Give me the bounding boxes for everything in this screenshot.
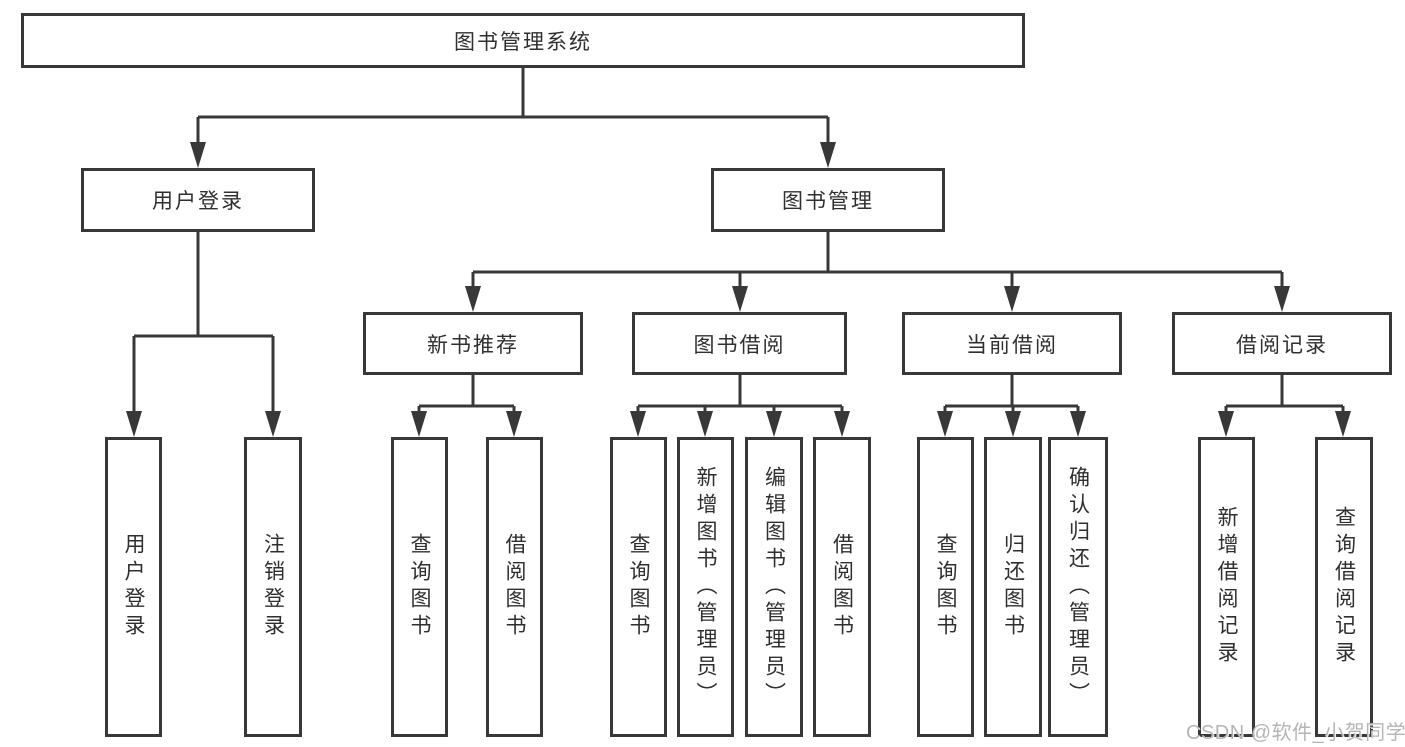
leaf-user-login: 用户登录: [105, 437, 162, 737]
node-label: 当前借阅: [966, 333, 1058, 357]
node-label: 图书管理: [782, 190, 874, 213]
arrowhead-icon: [190, 142, 206, 168]
node-book-borrow: 图书借阅: [632, 312, 847, 375]
watermark: CSDN @软件_小贺同学: [1186, 722, 1405, 744]
leaf-query-books-current: 查询图书: [917, 437, 974, 737]
arrowhead-icon: [1335, 411, 1351, 437]
leaf-add-books-admin: 新增图书（管理员）: [677, 437, 734, 737]
leaf-add-borrow-record: 新增借阅记录: [1198, 437, 1255, 737]
leaf-confirm-return-admin: 确认归还（管理员）: [1048, 437, 1108, 737]
arrowheads: [126, 142, 1351, 437]
arrowhead-icon: [265, 411, 281, 437]
node-borrow-records: 借阅记录: [1172, 312, 1392, 375]
node-label: 图书管理系统: [454, 30, 592, 54]
connector-newbooks-to-leaves: [417, 375, 516, 418]
leaf-label: 借阅图书: [503, 533, 526, 641]
connector-root-to-level2: [196, 68, 830, 150]
leaf-label: 查询借阅记录: [1332, 506, 1356, 668]
arrowhead-icon: [834, 411, 850, 437]
arrowhead-icon: [465, 286, 481, 312]
leaf-label: 查询图书: [408, 533, 431, 641]
node-label: 新书推荐: [427, 333, 519, 357]
leaf-label: 用户登录: [122, 533, 145, 641]
leaf-label: 新增借阅记录: [1215, 506, 1238, 668]
connector-bookborrow-to-leaves: [636, 375, 844, 418]
leaf-logout: 注销登录: [244, 437, 302, 737]
connector-bookmgmt-to-level3: [471, 232, 1284, 292]
leaf-label: 归还图书: [1001, 533, 1025, 641]
node-new-book-recommend: 新书推荐: [363, 312, 583, 375]
node-library-system: 图书管理系统: [21, 13, 1025, 68]
node-current-borrow: 当前借阅: [902, 312, 1122, 375]
leaf-borrow-books-recommend: 借阅图书: [486, 437, 543, 737]
leaf-label: 借阅图书: [830, 533, 854, 641]
arrowhead-icon: [820, 142, 836, 168]
arrowhead-icon: [732, 286, 748, 312]
node-label: 图书借阅: [693, 333, 786, 357]
leaf-edit-books-admin: 编辑图书（管理员）: [745, 437, 803, 737]
arrowhead-icon: [1218, 411, 1234, 437]
arrowhead-icon: [411, 411, 427, 437]
leaf-label: 查询图书: [934, 533, 957, 641]
node-label: 用户登录: [152, 190, 244, 213]
connector-userlogin-to-leaves: [132, 232, 275, 418]
arrowhead-icon: [1274, 286, 1290, 312]
leaf-label: 新增图书（管理员）: [694, 465, 717, 709]
node-label: 借阅记录: [1236, 333, 1328, 357]
node-book-management: 图书管理: [711, 168, 945, 232]
leaf-return-books: 归还图书: [984, 437, 1042, 737]
leaf-query-books-recommend: 查询图书: [391, 437, 448, 737]
arrowhead-icon: [937, 411, 953, 437]
arrowhead-icon: [1070, 411, 1086, 437]
arrowhead-icon: [1005, 411, 1021, 437]
arrowhead-icon: [697, 411, 713, 437]
arrowhead-icon: [126, 411, 142, 437]
arrowhead-icon: [630, 411, 646, 437]
leaf-label: 编辑图书（管理员）: [762, 465, 786, 709]
connector-borrowrecords-to-leaves: [1224, 375, 1345, 418]
arrowhead-icon: [766, 411, 782, 437]
leaf-label: 注销登录: [261, 533, 285, 641]
leaf-label: 查询图书: [627, 533, 650, 641]
leaf-query-books-borrow: 查询图书: [610, 437, 667, 737]
node-user-login: 用户登录: [81, 168, 315, 232]
leaf-borrow-books: 借阅图书: [813, 437, 871, 737]
arrowhead-icon: [1004, 286, 1020, 312]
arrowhead-icon: [506, 411, 522, 437]
leaf-label: 确认归还（管理员）: [1066, 465, 1090, 709]
leaf-query-borrow-record: 查询借阅记录: [1315, 437, 1373, 737]
